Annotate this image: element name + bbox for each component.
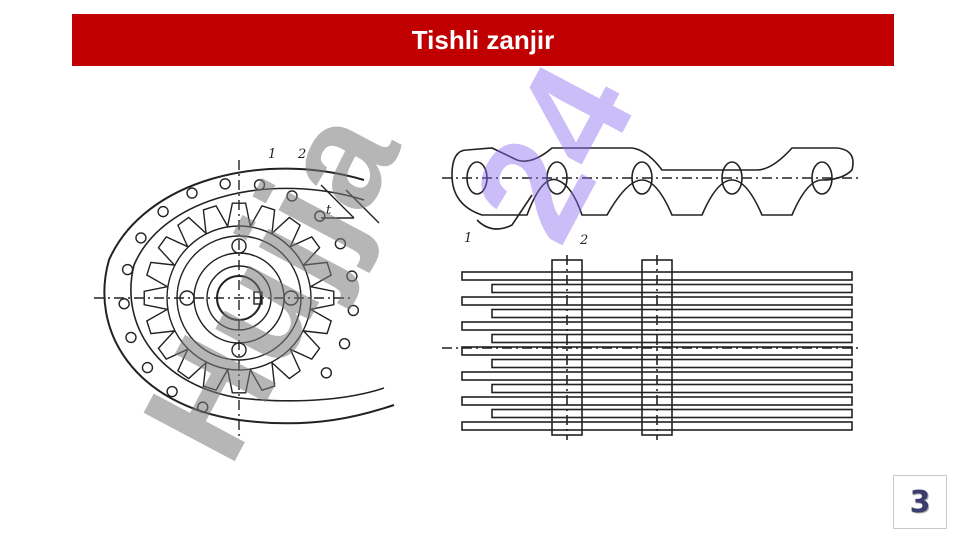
chain-pin <box>219 178 231 190</box>
label-2: 2 <box>297 147 306 162</box>
gear-tooth <box>157 330 189 360</box>
chain-pin <box>118 298 130 310</box>
chain-pin <box>334 238 347 250</box>
gear-tooth <box>202 361 229 392</box>
link-hole <box>466 161 488 195</box>
gear-tooth <box>177 216 207 248</box>
gear-tooth <box>226 368 252 394</box>
gear-tooth <box>202 204 229 235</box>
chain-pin <box>286 190 298 202</box>
gear-tooth <box>271 216 301 248</box>
gear-tooth <box>309 285 335 311</box>
gear-tooth <box>302 308 333 335</box>
gear-tooth <box>145 261 176 288</box>
gear-tooth <box>249 361 276 392</box>
chain-pin <box>253 179 266 191</box>
chain-pin <box>347 304 360 317</box>
chain-pin <box>125 331 137 344</box>
link-hole <box>546 161 568 195</box>
link-hole <box>631 161 653 195</box>
chain-pin <box>135 232 147 244</box>
gear-tooth <box>302 261 333 288</box>
label-1: 1 <box>268 147 276 162</box>
gear-tooth <box>143 285 169 311</box>
chain-pins <box>118 178 360 413</box>
link-hole <box>721 161 743 195</box>
gear-tooth <box>177 348 207 380</box>
label-t: t <box>326 203 332 218</box>
chain-pin <box>314 210 326 222</box>
link-hole <box>811 161 833 195</box>
label-2: 2 <box>579 233 588 248</box>
chain-pin <box>346 270 358 282</box>
slide-title: Tishli zanjir <box>411 24 555 55</box>
chain-pin <box>197 401 209 413</box>
page-number-box: 3 <box>893 475 947 529</box>
gear-tooth <box>271 348 301 380</box>
gear-tooth <box>249 204 276 235</box>
chain-pin <box>141 361 154 374</box>
chain-pin <box>320 367 333 379</box>
title-bar: Tishli zanjir <box>72 14 894 66</box>
gear-tooth <box>157 236 189 266</box>
chain-pin <box>157 205 169 218</box>
chain-pin <box>121 263 134 276</box>
gear-tooth <box>289 330 321 360</box>
page-number: 3 <box>909 484 931 520</box>
chain-pin <box>186 187 198 199</box>
sprocket-gear <box>143 202 335 394</box>
chain-pin <box>338 337 351 350</box>
chain-link-drawing: 1 2 <box>442 147 862 440</box>
label-1: 1 <box>464 231 472 246</box>
chain-link-holes <box>466 161 833 195</box>
chain-pin <box>166 385 178 398</box>
gear-tooth <box>145 308 176 335</box>
gear-tooth <box>289 236 321 266</box>
sprocket-chain-drawing: 1 2 t <box>94 147 395 440</box>
